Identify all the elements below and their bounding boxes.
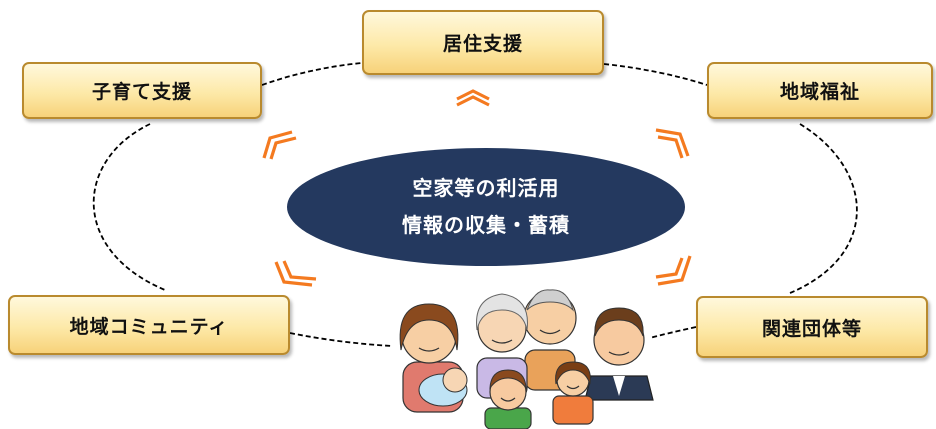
- center-title-line1: 空家等の利活用: [412, 176, 560, 200]
- node-childcare-support: 子育て支援: [22, 62, 262, 119]
- node-label: 関連団体等: [761, 317, 862, 340]
- center-ellipse: 空家等の利活用 情報の収集・蓄積: [287, 148, 685, 266]
- node-label: 地域福祉: [779, 81, 860, 103]
- node-related-organizations: 関連団体等: [696, 296, 928, 358]
- node-label: 地域コミュニティ: [69, 315, 229, 338]
- chevron-up-icon: [456, 89, 490, 107]
- connector-right: [789, 123, 858, 294]
- connector-top-right: [603, 63, 708, 86]
- boy-figure: [484, 369, 532, 429]
- node-label: 子育て支援: [91, 81, 192, 103]
- mother-figure: [399, 303, 468, 413]
- node-housing-support: 居住支援: [362, 10, 604, 75]
- family-illustration: [399, 289, 654, 429]
- grandfather-figure: [523, 289, 577, 391]
- connector-bottom-right: [649, 326, 697, 339]
- chevron-downright-icon: [655, 255, 692, 286]
- chevron-upright-icon: [655, 128, 690, 159]
- girl-figure: [552, 361, 594, 425]
- center-title-line2: 情報の収集・蓄積: [402, 213, 570, 237]
- connector-left: [92, 123, 166, 291]
- connector-bottom-left: [289, 332, 393, 347]
- node-regional-welfare: 地域福祉: [707, 62, 933, 119]
- chevron-upleft-icon: [262, 130, 297, 160]
- node-label: 居住支援: [442, 33, 523, 55]
- connector-top-left: [261, 62, 363, 86]
- node-local-community: 地域コミュニティ: [8, 295, 290, 355]
- chevron-downleft-icon: [274, 260, 317, 287]
- father-figure: [584, 307, 654, 401]
